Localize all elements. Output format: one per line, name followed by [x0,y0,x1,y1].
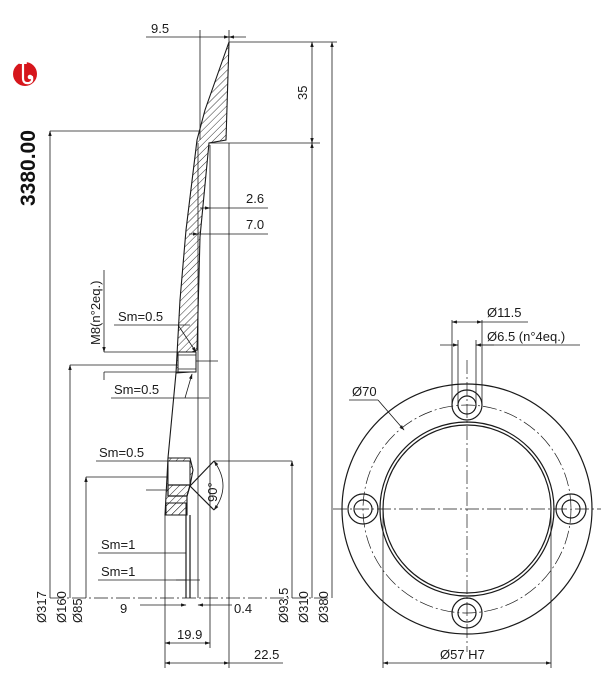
lower-bore-block [167,460,191,486]
bore-label: Ø57 H7 [440,647,485,662]
profile-view: 90° [164,41,230,598]
dim-2-6: 2.6 [200,191,268,210]
flange-plan-view [333,360,601,652]
dia-380-label: Ø380 [316,591,331,623]
bolt-circle-label: Ø70 [352,384,377,399]
dim-hole-11-5: Ø11.5 [451,305,528,405]
sm-lower-label: Sm=0.5 [99,445,144,460]
sm-1b: Sm=1 [98,564,200,581]
sm-upper-2-label: Sm=0.5 [114,382,159,397]
angle-label: 90° [205,482,220,502]
dim-dia-310: Ø310 [296,142,314,623]
dia-160-label: Ø160 [54,591,69,623]
saxophone-badge-icon [13,61,37,86]
thread-label: M8(n°2eq.) [88,281,103,345]
sm-upper-1: Sm=0.5 [114,309,197,353]
dia-93-5-label: Ø93.5 [276,588,291,623]
hole-11-5-label: Ø11.5 [487,305,521,320]
dim-35-label: 35 [295,86,310,100]
bolt-hole-left [347,493,379,525]
dia-317-label: Ø317 [34,591,49,623]
dim-19-9-label: 19.9 [177,627,202,642]
sm-lower: Sm=0.5 [96,445,292,462]
dim-0-4-label: 0.4 [234,601,252,616]
dim-width-top-label: 9.5 [151,21,169,36]
bolt-hole-right [555,493,587,525]
dim-9-label: 9 [120,601,127,616]
part-number: 3380.00 [17,130,40,206]
dim-thread: M8(n°2eq.) [88,270,178,380]
dim-19-9: 19.9 [164,598,211,668]
dim-35: 35 [295,41,314,144]
dim-bore: Ø57 H7 [382,509,552,668]
dim-7-0: 7.0 [189,217,268,236]
dim-7-0-label: 7.0 [246,217,264,232]
dim-2-6-label: 2.6 [246,191,264,206]
dim-dia-317: Ø317 [34,130,52,623]
dia-85-label: Ø85 [70,598,85,623]
sm-1a: Sm=1 [98,537,186,554]
dim-hole-6-5: Ø6.5 (n°4eq.) [440,329,580,405]
dim-bolt-circle: Ø70 [349,384,405,431]
dia-310-label: Ø310 [296,591,311,623]
dim-22-5-label: 22.5 [254,647,279,662]
dim-0-4: 0.4 [197,601,252,616]
dim-width-top: 9.5 [146,21,246,140]
sm-upper-2: Sm=0.5 [111,373,209,399]
dim-dia-93-5: Ø93.5 [276,460,294,623]
dim-22-5: 22.5 [164,143,283,668]
sm-1b-label: Sm=1 [101,564,135,579]
hatched-section [164,41,230,516]
dim-9: 9 [120,601,187,616]
bolt-hole-bottom [451,597,483,629]
dim-dia-160: Ø160 [54,364,72,623]
sm-1a-label: Sm=1 [101,537,135,552]
thread-insert [177,351,197,373]
dim-dia-380: Ø380 [316,41,334,623]
sm-upper-1-label: Sm=0.5 [118,309,163,324]
hole-6-5-label: Ø6.5 (n°4eq.) [487,329,565,344]
dim-dia-85: Ø85 [70,476,88,623]
